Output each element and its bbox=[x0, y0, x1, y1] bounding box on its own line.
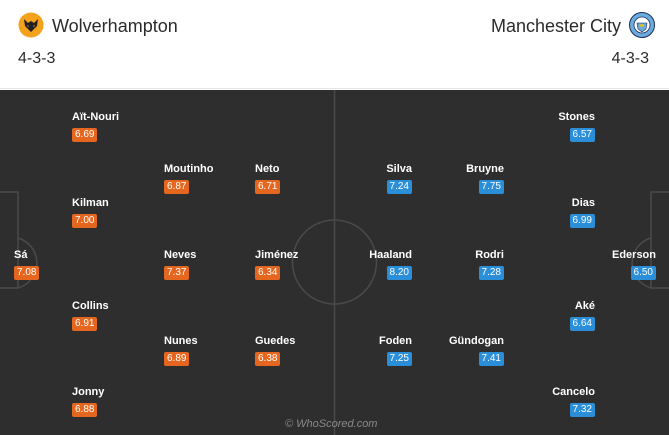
player-name: Collins bbox=[72, 300, 109, 312]
player-name: Moutinho bbox=[164, 163, 214, 175]
player-name: Ederson bbox=[611, 249, 656, 261]
player-name: Sá bbox=[14, 249, 28, 261]
man-city-crest-icon bbox=[629, 12, 655, 38]
player-rating: 7.08 bbox=[14, 266, 40, 280]
player-rating: 7.75 bbox=[478, 180, 504, 194]
away-team-name: Manchester City bbox=[490, 16, 621, 36]
player-card[interactable]: Jonny 6.88 bbox=[72, 386, 142, 417]
player-rating: 6.71 bbox=[255, 180, 281, 194]
player-card[interactable]: Neves 7.37 bbox=[164, 249, 234, 280]
player-card[interactable]: Bruyne 7.75 bbox=[434, 163, 504, 194]
player-card[interactable]: Moutinho 6.87 bbox=[164, 163, 234, 194]
player-name: Bruyne bbox=[466, 163, 504, 175]
pitch: Aït-Nouri 6.69 Moutinho 6.87 Neto 6.71 K… bbox=[0, 90, 669, 435]
player-name: Dias bbox=[571, 197, 595, 209]
player-rating: 6.89 bbox=[164, 352, 190, 366]
player-name: Silva bbox=[386, 163, 412, 175]
player-rating: 7.00 bbox=[72, 214, 98, 228]
player-rating: 7.32 bbox=[569, 403, 595, 417]
player-rating: 6.91 bbox=[72, 317, 98, 331]
player-rating: 6.38 bbox=[255, 352, 281, 366]
player-rating: 7.25 bbox=[386, 352, 412, 366]
player-card[interactable]: Kilman 7.00 bbox=[72, 197, 142, 228]
player-name: Guedes bbox=[255, 335, 296, 347]
player-name: Jonny bbox=[72, 386, 105, 398]
player-card[interactable]: Guedes 6.38 bbox=[255, 335, 325, 366]
player-name: Gündogan bbox=[449, 335, 504, 347]
wolf-crest-icon bbox=[18, 12, 44, 38]
player-rating: 6.64 bbox=[569, 317, 595, 331]
player-rating: 7.28 bbox=[478, 266, 504, 280]
player-card[interactable]: Aké 6.64 bbox=[525, 300, 595, 331]
player-card[interactable]: Rodri 7.28 bbox=[434, 249, 504, 280]
player-name: Aït-Nouri bbox=[72, 111, 120, 123]
player-rating: 7.37 bbox=[164, 266, 190, 280]
home-formation: 4-3-3 bbox=[18, 50, 56, 67]
player-rating: 6.99 bbox=[569, 214, 595, 228]
player-rating: 7.24 bbox=[386, 180, 412, 194]
home-team-name: Wolverhampton bbox=[52, 16, 178, 36]
player-rating: 7.41 bbox=[478, 352, 504, 366]
player-card[interactable]: Sá 7.08 bbox=[14, 249, 84, 280]
player-card[interactable]: Cancelo 7.32 bbox=[525, 386, 595, 417]
player-rating: 6.87 bbox=[164, 180, 190, 194]
match-header: Wolverhampton 4-3-3 Manchester City 4-3-… bbox=[0, 0, 669, 89]
player-name: Aké bbox=[574, 300, 595, 312]
player-name: Stones bbox=[558, 111, 595, 123]
player-name: Foden bbox=[379, 335, 412, 347]
player-name: Nunes bbox=[164, 335, 198, 347]
whoscored-watermark: © WhoScored.com bbox=[285, 418, 378, 430]
player-card[interactable]: Jiménez 6.34 bbox=[255, 249, 325, 280]
player-name: Cancelo bbox=[552, 386, 595, 398]
player-name: Neto bbox=[255, 163, 280, 175]
player-name: Jiménez bbox=[255, 249, 299, 261]
player-name: Kilman bbox=[72, 197, 109, 209]
player-rating: 6.69 bbox=[72, 128, 98, 142]
player-card[interactable]: Stones 6.57 bbox=[525, 111, 595, 142]
player-name: Rodri bbox=[475, 249, 504, 261]
player-card[interactable]: Foden 7.25 bbox=[342, 335, 412, 366]
player-rating: 8.20 bbox=[386, 266, 412, 280]
player-card[interactable]: Dias 6.99 bbox=[525, 197, 595, 228]
player-name: Neves bbox=[164, 249, 197, 261]
player-rating: 6.88 bbox=[72, 403, 98, 417]
pitch-markings bbox=[0, 90, 669, 435]
player-card[interactable]: Aït-Nouri 6.69 bbox=[72, 111, 142, 142]
player-rating: 6.34 bbox=[255, 266, 281, 280]
player-card[interactable]: Silva 7.24 bbox=[342, 163, 412, 194]
player-card[interactable]: Nunes 6.89 bbox=[164, 335, 234, 366]
player-card[interactable]: Gündogan 7.41 bbox=[434, 335, 504, 366]
player-card[interactable]: Collins 6.91 bbox=[72, 300, 142, 331]
player-card[interactable]: Neto 6.71 bbox=[255, 163, 325, 194]
player-card[interactable]: Haaland 8.20 bbox=[342, 249, 412, 280]
player-rating: 6.57 bbox=[569, 128, 595, 142]
player-name: Haaland bbox=[369, 249, 412, 261]
away-formation: 4-3-3 bbox=[611, 50, 649, 67]
player-card[interactable]: Ederson 6.50 bbox=[586, 249, 656, 280]
player-rating: 6.50 bbox=[630, 266, 656, 280]
